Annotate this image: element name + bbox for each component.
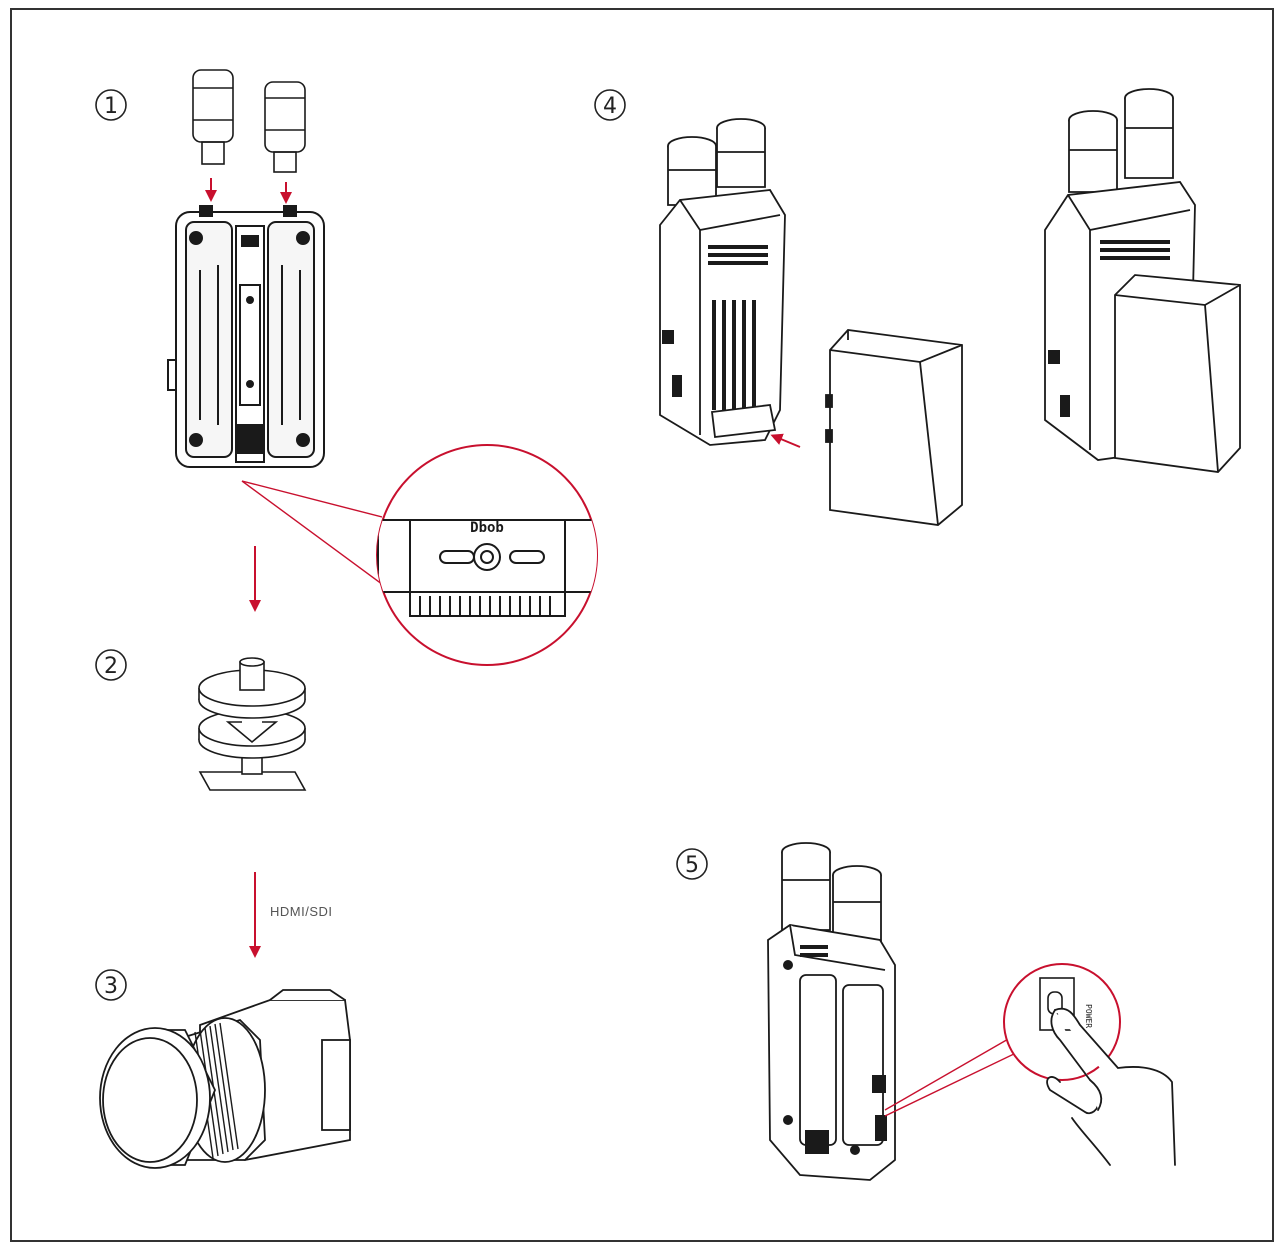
switch-label: POWER xyxy=(1084,1004,1093,1028)
magnifier-circle-icon: Dbob xyxy=(376,444,598,666)
step-3: 3 xyxy=(95,969,351,1169)
zoom-leader xyxy=(884,1037,1011,1111)
step-3-badge xyxy=(95,969,127,1001)
transmitter-icon xyxy=(659,118,786,446)
antenna-icon xyxy=(264,81,306,173)
antenna-icon xyxy=(192,69,234,165)
zoom-leader xyxy=(241,480,391,591)
brand-text: Dbob xyxy=(470,520,504,536)
step-5: 5 xyxy=(676,842,1176,1181)
step-5-badge xyxy=(676,848,708,880)
zoom-leader xyxy=(241,480,383,518)
hand-icon xyxy=(1046,1007,1176,1166)
step-4-badge xyxy=(594,89,626,121)
step-1: 1 xyxy=(95,69,598,666)
camera-icon xyxy=(99,989,351,1169)
step-1-number: 1 xyxy=(104,94,118,119)
arrow-left-icon xyxy=(770,433,801,448)
page-frame xyxy=(10,8,1274,1242)
step-4: 4 xyxy=(594,88,1241,526)
transmitter-icon xyxy=(167,205,325,468)
battery-icon xyxy=(825,329,963,526)
zoom-leader xyxy=(884,1051,1019,1117)
cable-label: HDMI/SDI xyxy=(270,904,333,919)
step-5-number: 5 xyxy=(685,853,699,878)
step-2: 2 xyxy=(95,649,307,791)
step-2-badge xyxy=(95,649,127,681)
transmitter-icon xyxy=(767,842,896,1181)
step-4-number: 4 xyxy=(603,94,617,119)
step-1-badge xyxy=(95,89,127,121)
step-3-number: 3 xyxy=(104,974,118,999)
transmitter-icon xyxy=(1044,88,1241,473)
hot-shoe-mount-icon xyxy=(198,657,307,791)
step-2-number: 2 xyxy=(104,654,118,679)
